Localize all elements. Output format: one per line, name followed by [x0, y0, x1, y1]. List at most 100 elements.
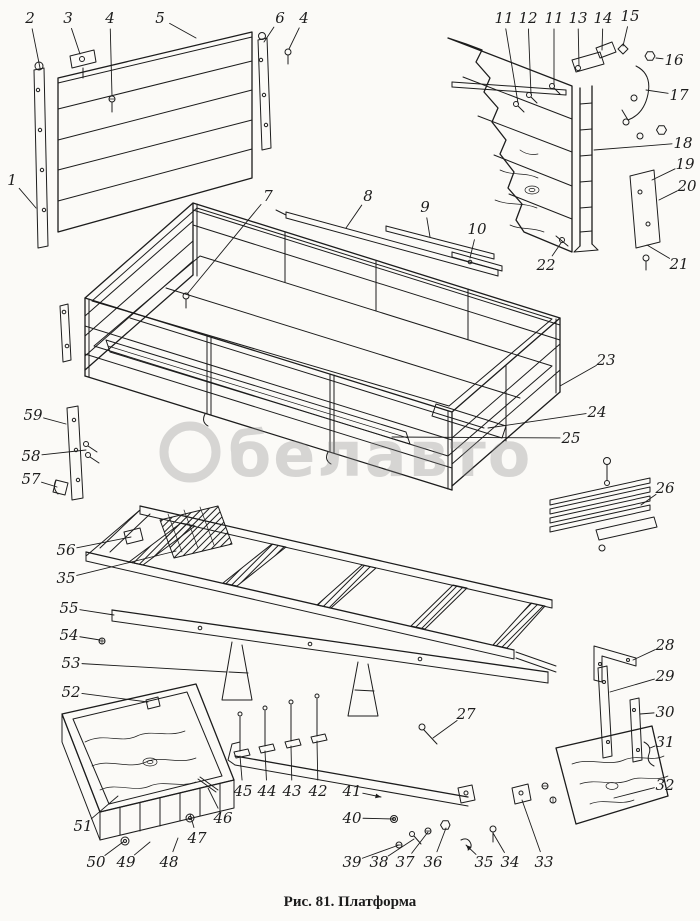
callout-leader	[639, 712, 655, 715]
callout-leader	[79, 609, 115, 616]
callout-label: 32	[655, 776, 674, 794]
callout-leader	[426, 217, 431, 238]
callout-label: 17	[669, 86, 689, 104]
callout-label: 3	[63, 9, 73, 27]
callout-label: 34	[500, 853, 519, 871]
callout-leader	[290, 745, 293, 781]
toolbox-group	[61, 683, 235, 846]
callout-leader	[76, 536, 132, 549]
callout-label: 8	[363, 187, 373, 205]
callout-leader	[387, 838, 415, 857]
callout-label: 58	[21, 447, 40, 465]
callout-leader	[41, 449, 87, 456]
callout-leader	[81, 663, 228, 673]
callout-leader	[646, 244, 670, 259]
callout-label: 14	[593, 9, 612, 27]
callout-leader	[645, 89, 669, 94]
callout-leader	[172, 837, 179, 853]
callout-label: 35	[56, 569, 75, 587]
callout-label: 4	[104, 9, 115, 27]
callout-label: 31	[655, 733, 674, 751]
callout-label: 47	[186, 829, 207, 847]
callout-leader	[316, 740, 319, 781]
callout-leader	[559, 364, 597, 387]
callout-label: 46	[212, 809, 233, 827]
callout-leader	[577, 28, 580, 67]
callout-label: 26	[654, 479, 675, 497]
callout-label: 53	[61, 654, 80, 672]
callout-leader	[18, 187, 37, 209]
callout-leader	[134, 841, 151, 856]
callout-leader	[169, 22, 197, 39]
callout-label: 7	[263, 187, 273, 205]
callout-leader	[187, 204, 262, 294]
callout-leader	[345, 204, 363, 229]
rear-bracket-group	[515, 645, 669, 825]
callout-leader	[487, 413, 587, 429]
callout-label: 18	[673, 134, 692, 152]
callout-leader	[632, 649, 656, 661]
callout-label: 43	[281, 782, 301, 800]
callout-label: 19	[675, 155, 695, 173]
callout-label: 57	[21, 470, 41, 488]
callout-leader	[640, 493, 657, 506]
callout-label: 56	[56, 541, 76, 559]
callout-label: 11	[544, 9, 563, 27]
callout-leader	[90, 795, 119, 820]
callout-leader	[492, 832, 505, 853]
callout-leader	[521, 799, 541, 853]
figure-caption: Рис. 81. Платформа	[284, 894, 417, 910]
callout-label: 27	[455, 705, 476, 723]
callout-label: 20	[676, 177, 697, 195]
callout-leader	[551, 242, 562, 257]
callout-label: 41	[341, 782, 361, 800]
callout-leader	[655, 57, 664, 60]
front-side-board-group	[33, 31, 292, 249]
callout-leader	[43, 417, 67, 425]
callout-label: 37	[395, 853, 415, 871]
callout-label: 4	[298, 9, 309, 27]
callout-label: 25	[560, 429, 580, 447]
callout-leader	[593, 143, 673, 151]
callout-leader	[609, 678, 655, 693]
top-rails-group	[275, 209, 503, 277]
callout-leader	[31, 28, 41, 69]
callout-leader	[361, 844, 400, 859]
callout-leader	[432, 720, 458, 739]
callout-leader	[658, 190, 678, 201]
callout-leader	[189, 813, 195, 828]
callout-label: 42	[307, 782, 327, 800]
callout-leader	[263, 26, 275, 43]
watermark-text: белавто	[228, 418, 532, 491]
callout-label: 1	[7, 171, 17, 189]
callout-label: 36	[423, 853, 443, 871]
callout-label: 28	[654, 636, 674, 654]
callout-label: 12	[518, 9, 537, 27]
callout-label: 52	[61, 683, 80, 701]
callout-arrowhead	[375, 793, 381, 799]
callout-leader	[622, 26, 628, 47]
callout-leader	[436, 827, 447, 853]
callout-label: 40	[341, 809, 362, 827]
callout-leader	[79, 636, 101, 641]
callout-leader	[76, 550, 177, 576]
callout-leader	[649, 745, 656, 749]
crossbar-group	[227, 693, 532, 851]
callout-leader	[71, 27, 81, 55]
callout-label: 24	[586, 403, 606, 421]
callout-label: 48	[158, 853, 178, 871]
callout-leader	[81, 692, 149, 703]
callout-label: 9	[420, 198, 430, 216]
callout-leader	[104, 841, 124, 856]
callout-label: 11	[494, 9, 513, 27]
callout-leader	[288, 27, 300, 50]
callout-label: 54	[59, 626, 78, 644]
hinge-straps-group	[52, 405, 100, 501]
callout-label: 38	[369, 853, 388, 871]
callout-leader	[469, 239, 475, 259]
callout-leader	[207, 787, 219, 809]
callout-leader	[362, 817, 395, 820]
callout-label: 23	[595, 351, 615, 369]
